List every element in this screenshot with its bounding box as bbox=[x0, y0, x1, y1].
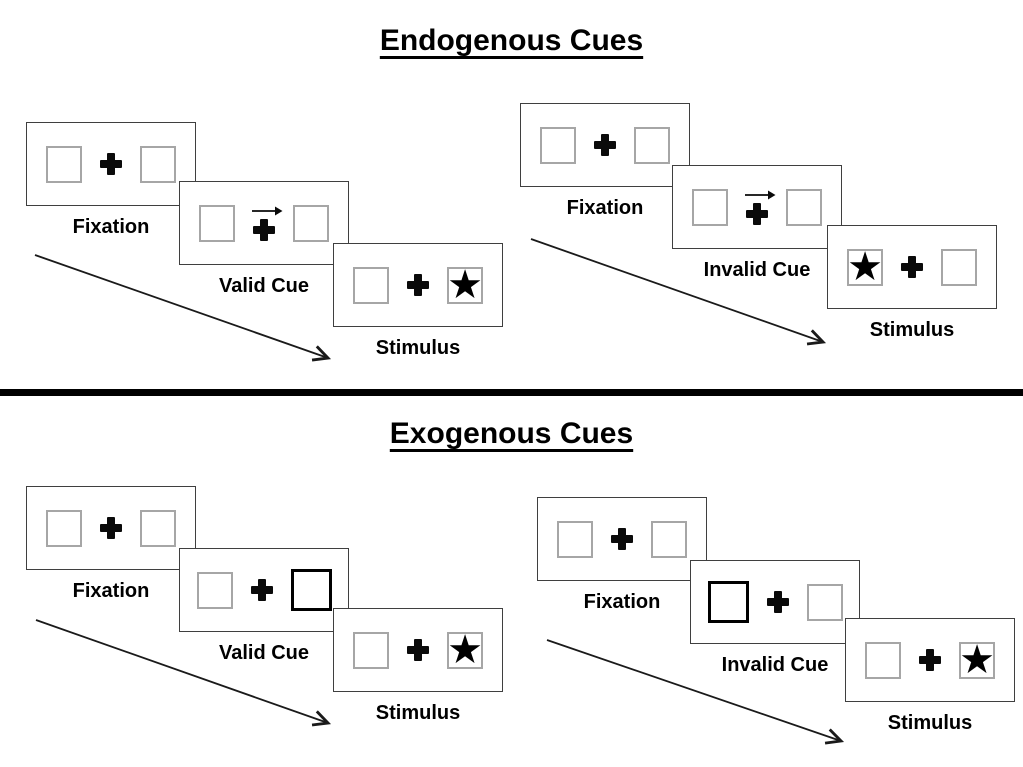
placeholder-box-right bbox=[786, 188, 822, 226]
placeholder-box-left bbox=[196, 571, 233, 609]
panel-label-fixation: Fixation bbox=[583, 591, 661, 613]
placeholder-box-right bbox=[293, 204, 329, 242]
exogenous-valid-trial-sequence: ★ Fixation Valid Cue Stimulus bbox=[26, 486, 526, 762]
panel-label-fixation: Fixation bbox=[566, 197, 644, 219]
fixation-cross-icon bbox=[253, 219, 275, 241]
section-title-exogenous: Exogenous Cues bbox=[0, 417, 1023, 451]
stimulus-panel: ★ bbox=[333, 608, 503, 692]
target-box-right: ★ bbox=[447, 627, 483, 673]
fixation-panel bbox=[26, 122, 196, 206]
exogenous-invalid-trial-sequence: ★ Fixation Invalid Cue Stimulus bbox=[537, 497, 1023, 765]
fixation-cross-icon bbox=[767, 591, 789, 613]
panel-label-stimulus: Stimulus bbox=[869, 319, 955, 341]
endogenous-valid-trial-sequence: ★ Fixation Valid Cue Stimulus bbox=[26, 122, 526, 390]
section-divider bbox=[0, 389, 1023, 396]
fixation-panel bbox=[26, 486, 196, 570]
panel-label-stimulus: Stimulus bbox=[375, 702, 461, 724]
placeholder-box-left bbox=[353, 631, 389, 669]
fixation-cross-icon bbox=[407, 274, 429, 296]
valid-cue-panel bbox=[179, 181, 349, 265]
placeholder-box-left bbox=[557, 520, 593, 558]
target-box-left: ★ bbox=[847, 244, 883, 290]
panel-label-fixation: Fixation bbox=[72, 580, 150, 602]
panel-label-stimulus: Stimulus bbox=[887, 712, 973, 734]
fixation-cross-icon bbox=[901, 256, 923, 278]
placeholder-box-left bbox=[46, 145, 82, 183]
star-icon: ★ bbox=[847, 244, 883, 290]
panel-label-fixation: Fixation bbox=[72, 216, 150, 238]
endogenous-invalid-trial-sequence: ★ Fixation Invalid Cue Stimulus bbox=[520, 103, 1023, 371]
stimulus-panel: ★ bbox=[845, 618, 1015, 702]
placeholder-box-left bbox=[540, 126, 576, 164]
placeholder-box-left bbox=[199, 204, 235, 242]
invalid-cue-panel bbox=[672, 165, 842, 249]
star-icon: ★ bbox=[959, 637, 995, 683]
star-icon: ★ bbox=[447, 262, 483, 308]
panel-label-valid-cue: Valid Cue bbox=[218, 275, 310, 297]
valid-cue-panel bbox=[179, 548, 349, 632]
fixation-cross-icon bbox=[407, 639, 429, 661]
cue-box-left bbox=[707, 581, 749, 623]
fixation-cross-icon bbox=[611, 528, 633, 550]
fixation-panel bbox=[537, 497, 707, 581]
fixation-cross-icon bbox=[100, 153, 122, 175]
target-box-right: ★ bbox=[959, 637, 995, 683]
right-arrow-cue-icon bbox=[745, 190, 776, 200]
placeholder-box-left bbox=[692, 188, 728, 226]
panel-label-invalid-cue: Invalid Cue bbox=[721, 654, 829, 676]
placeholder-box-right bbox=[941, 248, 977, 286]
placeholder-box-right bbox=[651, 520, 687, 558]
fixation-cross-icon bbox=[594, 134, 616, 156]
fixation-panel bbox=[520, 103, 690, 187]
stimulus-panel: ★ bbox=[827, 225, 997, 309]
placeholder-box-left bbox=[865, 641, 901, 679]
placeholder-box-right bbox=[140, 509, 176, 547]
cue-box-right bbox=[290, 569, 332, 611]
placeholder-box-right bbox=[806, 583, 843, 621]
fixation-cross-icon bbox=[251, 579, 273, 601]
fixation-cross-icon bbox=[746, 203, 768, 225]
placeholder-box-right bbox=[634, 126, 670, 164]
fixation-cross-icon bbox=[919, 649, 941, 671]
section-title-endogenous: Endogenous Cues bbox=[0, 24, 1023, 58]
invalid-cue-panel bbox=[690, 560, 860, 644]
right-arrow-cue-icon bbox=[252, 206, 283, 216]
placeholder-box-left bbox=[46, 509, 82, 547]
panel-label-stimulus: Stimulus bbox=[375, 337, 461, 359]
placeholder-box-left bbox=[353, 266, 389, 304]
stimulus-panel: ★ bbox=[333, 243, 503, 327]
fixation-cross-icon bbox=[100, 517, 122, 539]
panel-label-valid-cue: Valid Cue bbox=[218, 642, 310, 664]
target-box-right: ★ bbox=[447, 262, 483, 308]
section-title-text: Endogenous Cues bbox=[379, 24, 644, 57]
panel-label-invalid-cue: Invalid Cue bbox=[703, 259, 811, 281]
section-title-text: Exogenous Cues bbox=[389, 417, 634, 450]
placeholder-box-right bbox=[140, 145, 176, 183]
star-icon: ★ bbox=[447, 627, 483, 673]
